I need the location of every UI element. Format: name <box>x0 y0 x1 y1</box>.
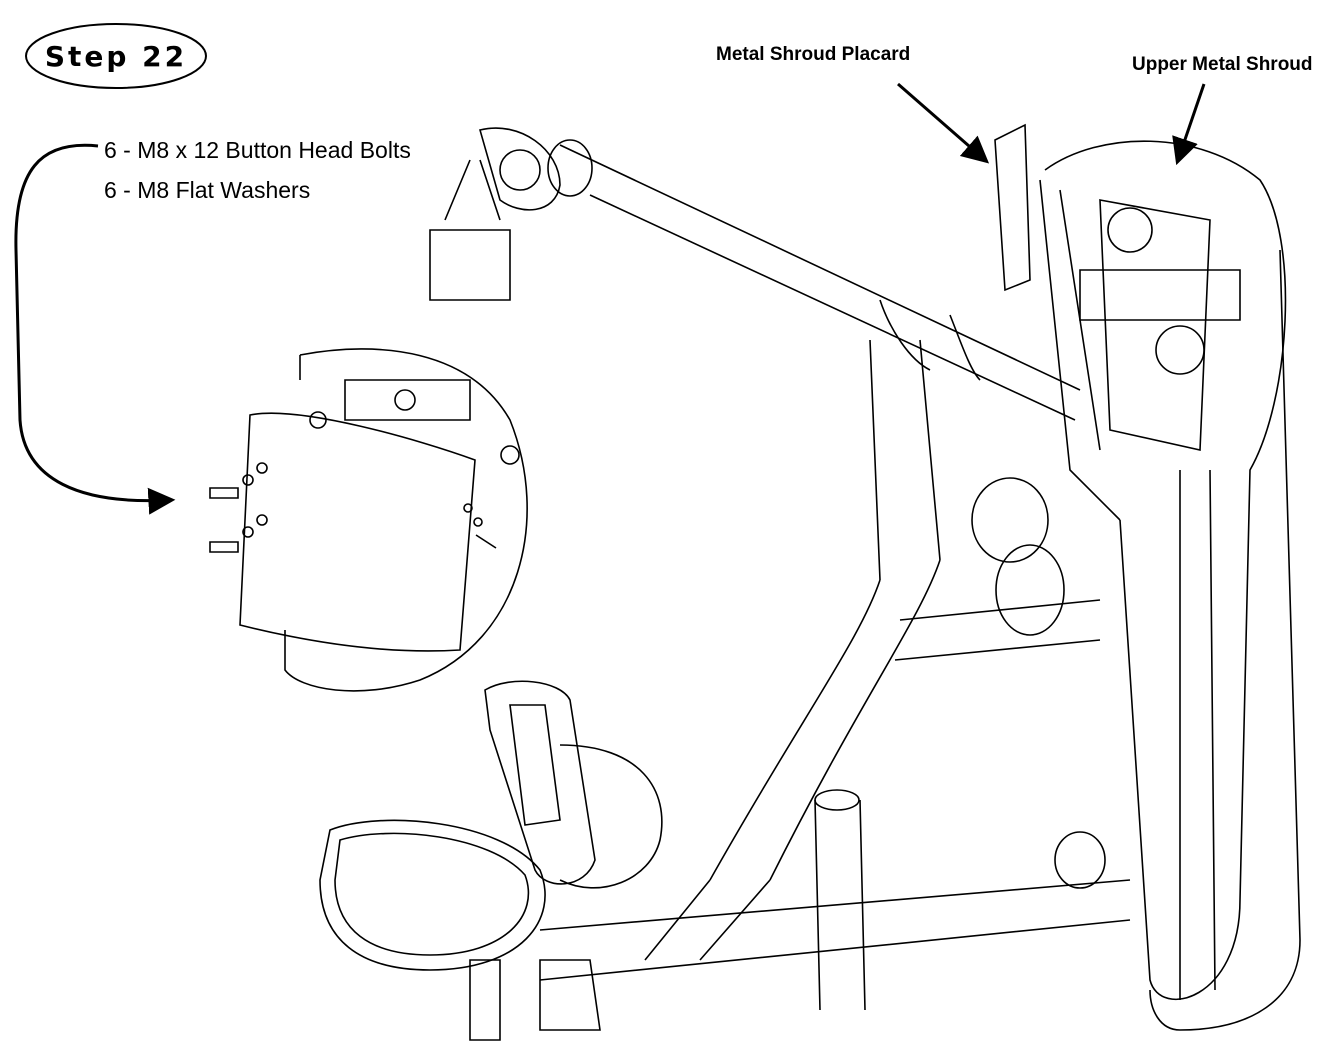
placard-plate <box>994 123 1031 292</box>
hardware-item-bolts: 6 - M8 x 12 Button Head Bolts <box>104 137 411 163</box>
detail-shroud-panel <box>239 412 476 652</box>
hardware-list: 6 - M8 x 12 Button Head Bolts 6 - M8 Fla… <box>104 130 411 210</box>
placard-callout-label: Metal Shroud Placard <box>716 44 911 65</box>
back-pad <box>484 680 596 885</box>
detail-view <box>209 348 528 692</box>
step-title: Step 22 <box>44 39 188 73</box>
frame-tubes <box>469 339 1131 1041</box>
upper-arm <box>429 127 1081 421</box>
placard-callout-arrow <box>897 82 990 164</box>
shroud-callout-arrow <box>1172 83 1206 166</box>
hardware-leader-arrow <box>14 143 176 515</box>
seat-pad <box>319 819 546 971</box>
detail-bolts <box>209 462 497 553</box>
step-oval <box>25 23 207 89</box>
upper-shroud-callout-label: Upper Metal Shroud <box>1132 54 1313 75</box>
main-tower <box>994 123 1301 1031</box>
seat-assembly <box>319 680 663 971</box>
hardware-item-washers: 6 - M8 Flat Washers <box>104 177 311 203</box>
